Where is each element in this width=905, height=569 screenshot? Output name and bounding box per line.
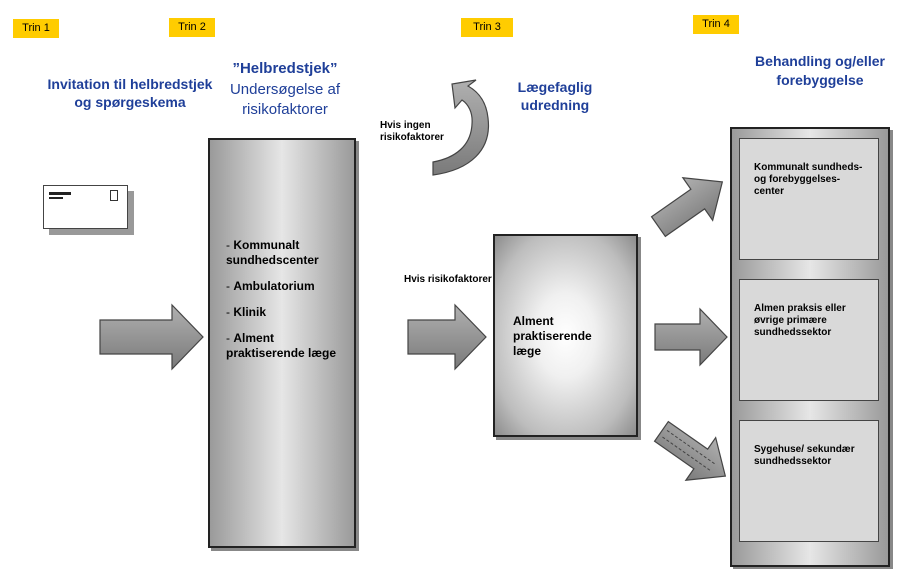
no-risk-label: Hvis ingen risikofaktorer <box>380 120 444 143</box>
arrow-right-icon <box>654 307 728 367</box>
arrow-up-right-icon <box>650 177 724 238</box>
col3-heading: Lægefaglig udredning <box>517 79 593 113</box>
col2-title: ”Helbredstjek” <box>232 60 338 77</box>
step-badge-1: Trin 1 <box>13 19 59 38</box>
step-badge-3: Trin 3 <box>461 18 513 37</box>
arrow-down-right-icon <box>653 420 727 481</box>
screening-item: - Klinik <box>226 305 267 319</box>
step-badge-4: Trin 4 <box>693 15 739 34</box>
risk-label: Hvis risikofaktorer <box>404 274 492 285</box>
step-badge-2: Trin 2 <box>169 18 215 37</box>
screening-item: - Ambulatorium <box>226 279 315 293</box>
screening-item: - Alment praktiserende læge <box>226 331 337 360</box>
gp-box-label: Alment praktiserende læge <box>513 314 592 358</box>
treatment-box-label: Sygehuse/ sekundær sundhedssektor <box>754 444 855 467</box>
col4-heading: Behandling og/eller forebyggelse <box>755 53 885 88</box>
treatment-box-hospital: Sygehuse/ sekundær sundhedssektor <box>739 420 879 542</box>
screening-list: - Kommunalt sundhedscenter - Ambulatoriu… <box>226 238 351 361</box>
treatment-container: Kommunalt sundheds- og forebyggelses-cen… <box>730 127 890 567</box>
col2-subtitle: Undersøgelse af risikofaktorer <box>229 81 341 118</box>
screening-box: - Kommunalt sundhedscenter - Ambulatoriu… <box>208 138 356 548</box>
treatment-box-label: Kommunalt sundheds- og forebyggelses-cen… <box>754 162 863 197</box>
arrow-right-icon <box>407 303 487 371</box>
arrow-right-icon <box>99 303 204 371</box>
treatment-box-municipal: Kommunalt sundheds- og forebyggelses-cen… <box>739 138 879 260</box>
treatment-box-label: Almen praksis eller øvrige primære sundh… <box>754 303 846 338</box>
treatment-box-primary: Almen praksis eller øvrige primære sundh… <box>739 279 879 401</box>
screening-item: - Kommunalt sundhedscenter <box>226 238 319 267</box>
gp-box: Alment praktiserende læge <box>493 234 638 437</box>
envelope-icon <box>43 185 134 235</box>
col1-heading: Invitation til helbredstjek og spørgeske… <box>47 76 213 110</box>
